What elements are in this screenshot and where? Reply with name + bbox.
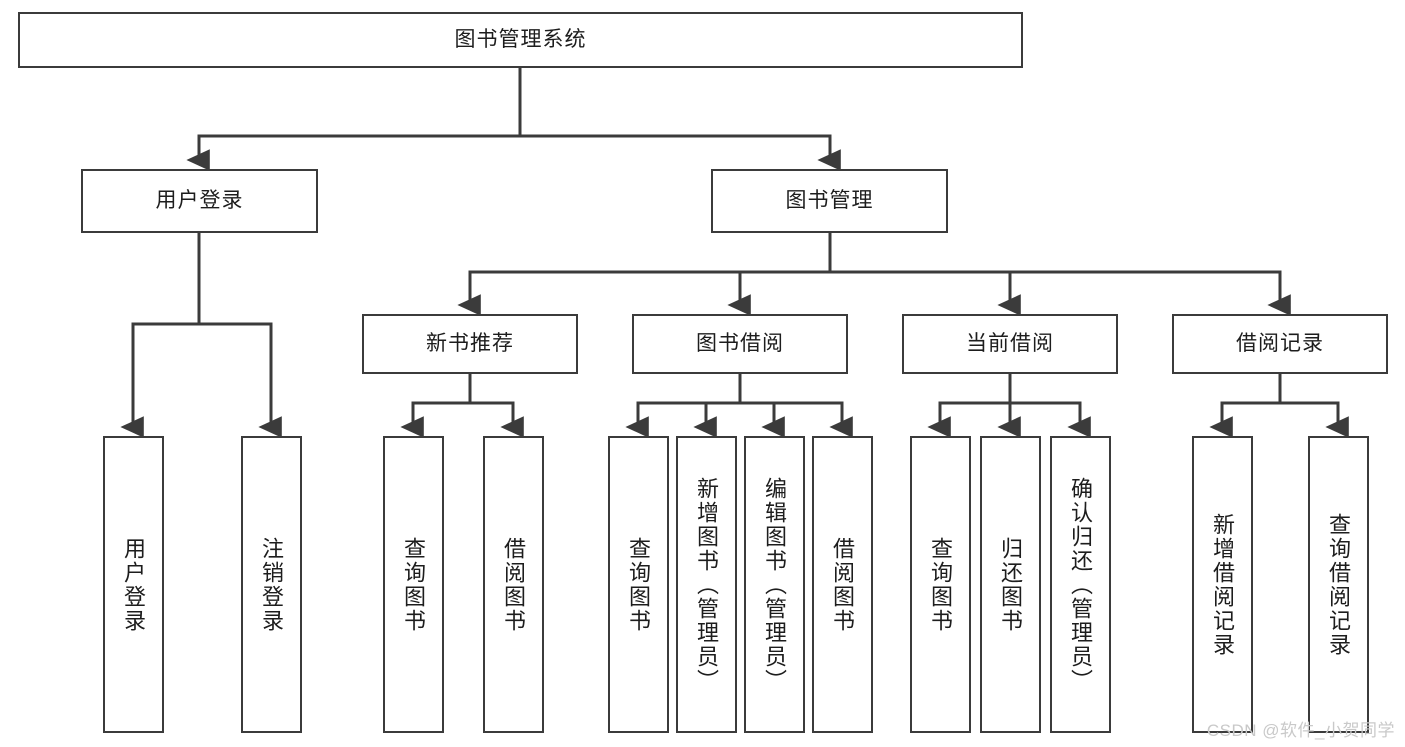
- node-new-book-recommend-label: 新书推荐: [426, 332, 514, 356]
- node-user-login-label: 用户登录: [155, 189, 244, 213]
- leaf-current-confirm-return[interactable]: 确认归还（管理员）: [1050, 436, 1111, 733]
- leaf-current-query-book[interactable]: 查询图书: [910, 436, 971, 733]
- leaf-record-query-record[interactable]: 查询借阅记录: [1308, 436, 1369, 733]
- leaf-borrow-add-book[interactable]: 新增图书（管理员）: [676, 436, 737, 733]
- leaf-user-login[interactable]: 用户登录: [103, 436, 164, 733]
- node-book-borrow[interactable]: 图书借阅: [632, 314, 848, 374]
- leaf-borrow-query-book[interactable]: 查询图书: [608, 436, 669, 733]
- leaf-current-query-book-label: 查询图书: [928, 536, 954, 633]
- leaf-newbook-borrow-book[interactable]: 借阅图书: [483, 436, 544, 733]
- node-book-management[interactable]: 图书管理: [711, 169, 948, 233]
- leaf-record-query-record-label: 查询借阅记录: [1326, 512, 1352, 657]
- node-current-borrow[interactable]: 当前借阅: [902, 314, 1118, 374]
- leaf-borrow-edit-book[interactable]: 编辑图书（管理员）: [744, 436, 805, 733]
- leaf-current-confirm-return-label: 确认归还（管理员）: [1068, 476, 1094, 693]
- node-root[interactable]: 图书管理系统: [18, 12, 1023, 68]
- leaf-newbook-borrow-book-label: 借阅图书: [501, 536, 527, 633]
- leaf-logout[interactable]: 注销登录: [241, 436, 302, 733]
- node-borrow-record[interactable]: 借阅记录: [1172, 314, 1388, 374]
- leaf-newbook-query-book[interactable]: 查询图书: [383, 436, 444, 733]
- leaf-newbook-query-book-label: 查询图书: [401, 536, 427, 633]
- leaf-record-add-record-label: 新增借阅记录: [1210, 512, 1236, 657]
- node-borrow-record-label: 借阅记录: [1236, 332, 1324, 356]
- node-user-login[interactable]: 用户登录: [81, 169, 318, 233]
- node-book-management-label: 图书管理: [785, 189, 874, 213]
- node-book-borrow-label: 图书借阅: [696, 332, 784, 356]
- leaf-borrow-edit-book-label: 编辑图书（管理员）: [762, 476, 788, 693]
- leaf-borrow-query-book-label: 查询图书: [626, 536, 652, 633]
- leaf-current-return-book-label: 归还图书: [998, 536, 1024, 633]
- leaf-borrow-add-book-label: 新增图书（管理员）: [694, 476, 720, 693]
- leaf-current-return-book[interactable]: 归还图书: [980, 436, 1041, 733]
- node-current-borrow-label: 当前借阅: [966, 332, 1054, 356]
- leaf-user-login-label: 用户登录: [121, 536, 147, 633]
- leaf-record-add-record[interactable]: 新增借阅记录: [1192, 436, 1253, 733]
- leaf-borrow-borrow-book-label: 借阅图书: [830, 536, 856, 633]
- node-root-label: 图书管理系统: [454, 28, 587, 52]
- leaf-borrow-borrow-book[interactable]: 借阅图书: [812, 436, 873, 733]
- node-new-book-recommend[interactable]: 新书推荐: [362, 314, 578, 374]
- csdn-watermark: CSDN @软件_小贺同学: [1206, 721, 1395, 740]
- leaf-logout-label: 注销登录: [259, 536, 285, 633]
